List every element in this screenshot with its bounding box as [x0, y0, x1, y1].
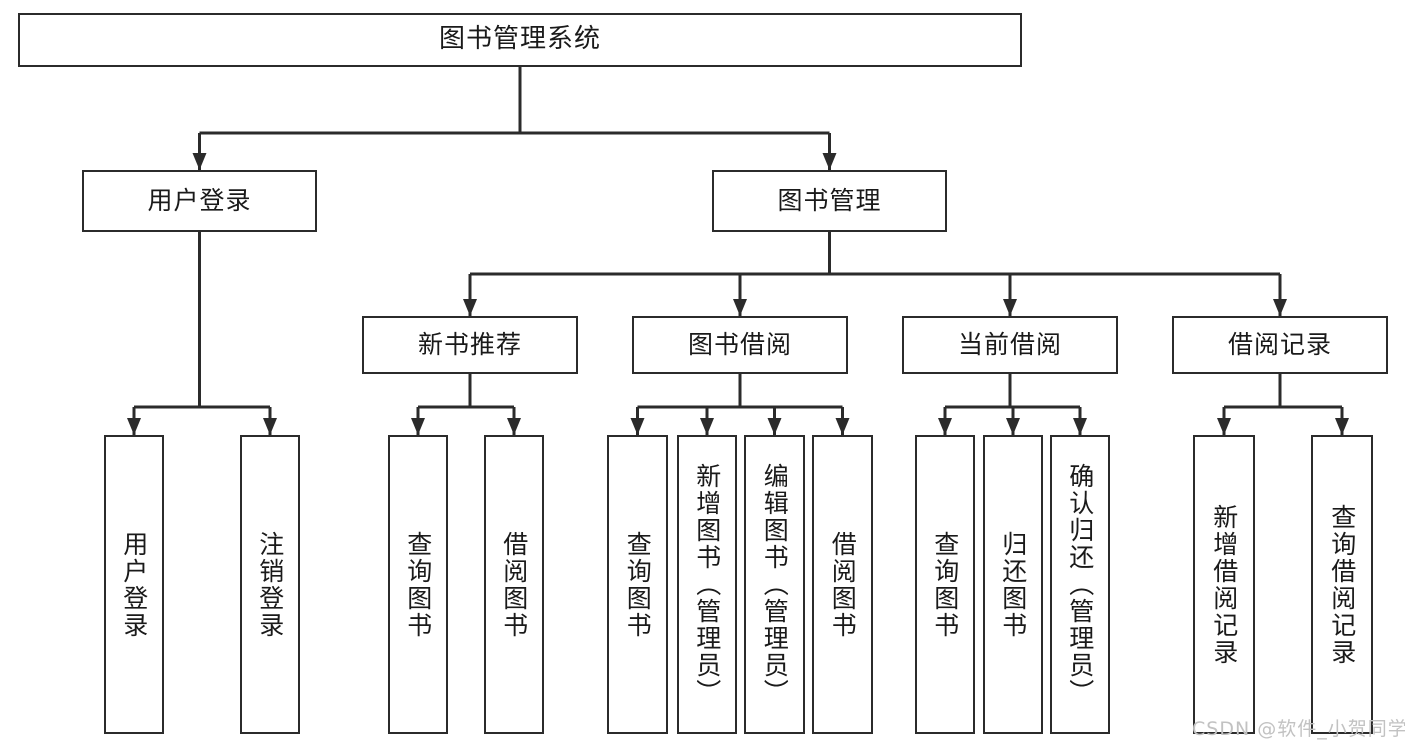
arrowhead-icon	[1217, 418, 1231, 435]
arrowhead-icon	[263, 418, 277, 435]
node-label: 查询图书	[930, 530, 960, 639]
node-label: 用户登录	[119, 530, 149, 639]
node-label: 图书管理系统	[438, 24, 601, 55]
arrowhead-icon	[1003, 299, 1017, 316]
node-label: 借阅记录	[1227, 330, 1332, 359]
node-leaf-add-borrow-record[interactable]: 新增借阅记录	[1193, 435, 1255, 734]
node-new-book-recommend[interactable]: 新书推荐	[362, 316, 578, 374]
arrowhead-icon	[1335, 418, 1349, 435]
arrowhead-icon	[767, 418, 782, 435]
node-leaf-borrow-book-2[interactable]: 借阅图书	[812, 435, 873, 734]
node-label: 确认归还（管理员）	[1065, 463, 1095, 706]
node-label: 新书推荐	[417, 330, 522, 359]
node-leaf-query-book-2[interactable]: 查询图书	[607, 435, 668, 734]
arrowhead-icon	[835, 418, 850, 435]
node-label: 查询图书	[403, 530, 433, 639]
arrowhead-icon	[1073, 418, 1087, 435]
node-user-login[interactable]: 用户登录	[82, 170, 317, 232]
arrowhead-icon	[507, 418, 521, 435]
node-leaf-borrow-book-1[interactable]: 借阅图书	[484, 435, 544, 734]
node-label: 图书管理	[777, 186, 882, 215]
node-leaf-edit-book-admin[interactable]: 编辑图书（管理员）	[744, 435, 805, 734]
node-label: 借阅图书	[828, 530, 858, 639]
arrowhead-icon	[463, 299, 477, 316]
arrowhead-icon	[733, 299, 747, 316]
node-leaf-return-book[interactable]: 归还图书	[983, 435, 1043, 734]
node-label: 借阅图书	[499, 530, 529, 639]
node-leaf-logout-login[interactable]: 注销登录	[240, 435, 300, 734]
node-leaf-query-book-3[interactable]: 查询图书	[915, 435, 975, 734]
node-label: 用户登录	[147, 186, 252, 215]
node-label: 归还图书	[998, 530, 1028, 639]
csdn-watermark: CSDN @软件_小贺同学	[1192, 718, 1405, 740]
node-label: 当前借阅	[957, 330, 1062, 359]
node-label: 图书借阅	[687, 330, 792, 359]
node-leaf-add-book-admin[interactable]: 新增图书（管理员）	[677, 435, 737, 734]
arrowhead-icon	[700, 418, 714, 435]
node-label: 新增借阅记录	[1209, 503, 1239, 666]
node-label: 查询图书	[623, 530, 653, 639]
node-book-manage[interactable]: 图书管理	[712, 170, 947, 232]
node-leaf-user-login[interactable]: 用户登录	[104, 435, 164, 734]
node-label: 编辑图书（管理员）	[760, 463, 790, 706]
arrowhead-icon	[192, 153, 207, 170]
node-root[interactable]: 图书管理系统	[18, 13, 1022, 67]
node-leaf-query-book-1[interactable]: 查询图书	[388, 435, 448, 734]
arrowhead-icon	[411, 418, 425, 435]
arrowhead-icon	[822, 153, 837, 170]
node-label: 查询借阅记录	[1327, 503, 1357, 666]
arrowhead-icon	[127, 418, 141, 435]
arrowhead-icon	[630, 418, 645, 435]
node-leaf-query-borrow-record[interactable]: 查询借阅记录	[1311, 435, 1373, 734]
node-label: 注销登录	[255, 530, 285, 639]
node-borrow-record[interactable]: 借阅记录	[1172, 316, 1388, 374]
arrowhead-icon	[1273, 299, 1287, 316]
node-label: 新增图书（管理员）	[692, 463, 722, 706]
arrowhead-icon	[1006, 418, 1020, 435]
node-leaf-confirm-return-admin[interactable]: 确认归还（管理员）	[1050, 435, 1110, 734]
arrowhead-icon	[938, 418, 952, 435]
node-book-borrow[interactable]: 图书借阅	[632, 316, 848, 374]
node-current-borrow[interactable]: 当前借阅	[902, 316, 1118, 374]
